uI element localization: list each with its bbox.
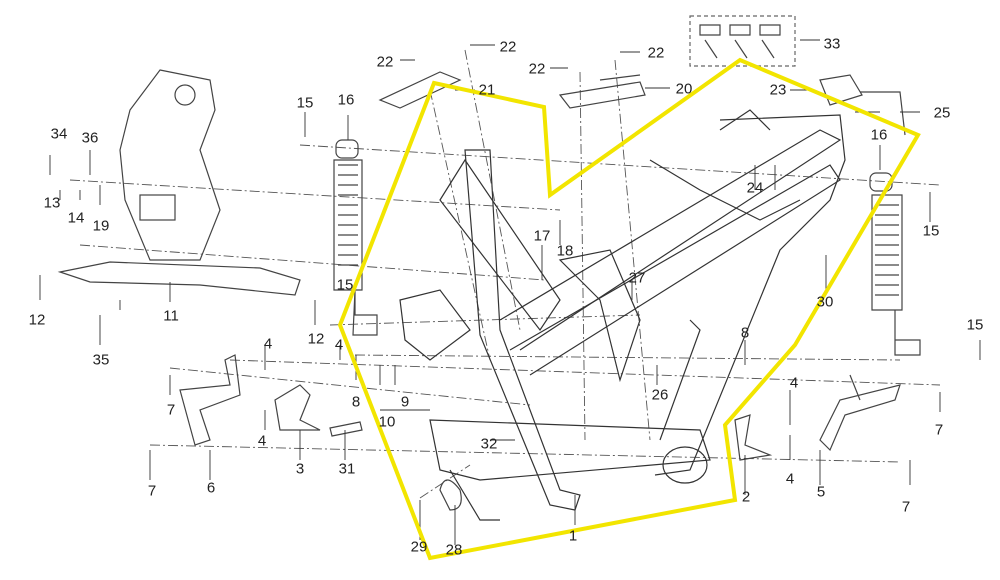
callout-10: 10 — [378, 413, 396, 431]
rear-subframe — [57, 69, 301, 296]
callout-22: 22 — [647, 44, 665, 62]
callout-15: 15 — [296, 94, 314, 112]
callout-12: 12 — [28, 311, 46, 329]
guard-2 — [734, 414, 773, 461]
callout-2: 2 — [741, 488, 751, 506]
callout-13: 13 — [43, 194, 61, 212]
callout-36: 36 — [81, 129, 99, 147]
callout-29: 29 — [410, 538, 428, 556]
callout-32: 32 — [480, 435, 498, 453]
callout-23: 23 — [769, 81, 787, 99]
top-bracket-20 — [558, 74, 646, 109]
callout-11: 11 — [163, 307, 179, 325]
callout-34: 34 — [50, 125, 68, 143]
callout-22: 22 — [528, 60, 546, 78]
callout-8: 8 — [740, 324, 750, 342]
callout-25: 25 — [933, 104, 951, 122]
callout-15: 15 — [966, 316, 984, 334]
callout-19: 19 — [92, 217, 110, 235]
callout-24: 24 — [746, 179, 764, 197]
callout-22: 22 — [499, 38, 517, 56]
callout-4: 4 — [785, 470, 795, 488]
callout-12: 12 — [307, 330, 325, 348]
callout-21: 21 — [478, 81, 496, 99]
shock-absorber-right — [869, 172, 921, 356]
callout-3: 3 — [295, 460, 305, 478]
callout-8: 8 — [351, 393, 361, 411]
callout-16: 16 — [870, 126, 888, 144]
callout-7: 7 — [147, 482, 157, 500]
callout-7: 7 — [166, 401, 176, 419]
callout-4: 4 — [789, 374, 799, 392]
callout-14: 14 — [67, 209, 85, 227]
callout-7: 7 — [934, 421, 944, 439]
footpeg-bracket-left — [179, 354, 241, 446]
callout-15: 15 — [336, 276, 354, 294]
callout-27: 27 — [628, 269, 646, 287]
guard-3 — [274, 384, 321, 431]
callout-31: 31 — [338, 460, 356, 478]
callout-18: 18 — [556, 242, 574, 260]
callout-1: 1 — [568, 527, 578, 545]
shock-absorber-left — [333, 139, 378, 336]
callout-33: 33 — [823, 35, 841, 53]
callout-4: 4 — [263, 335, 273, 353]
callout-20: 20 — [675, 80, 693, 98]
callout-5: 5 — [816, 483, 826, 501]
callout-30: 30 — [816, 293, 834, 311]
callout-6: 6 — [206, 479, 216, 497]
callout-26: 26 — [651, 386, 669, 404]
top-bracket-21 — [378, 71, 462, 109]
callout-9: 9 — [400, 393, 410, 411]
callout-4: 4 — [334, 336, 344, 354]
frame-highlight-outline — [337, 57, 921, 561]
callout-7: 7 — [901, 498, 911, 516]
callout-22: 22 — [376, 53, 394, 71]
callout-17: 17 — [533, 227, 551, 245]
main-frame — [399, 109, 846, 521]
footpeg-bracket-right — [819, 374, 901, 452]
callout-28: 28 — [445, 541, 463, 559]
callout-4: 4 — [257, 432, 267, 450]
callout-35: 35 — [92, 351, 110, 369]
callout-16: 16 — [337, 91, 355, 109]
callout-15: 15 — [922, 222, 940, 240]
clip-31 — [329, 421, 363, 437]
